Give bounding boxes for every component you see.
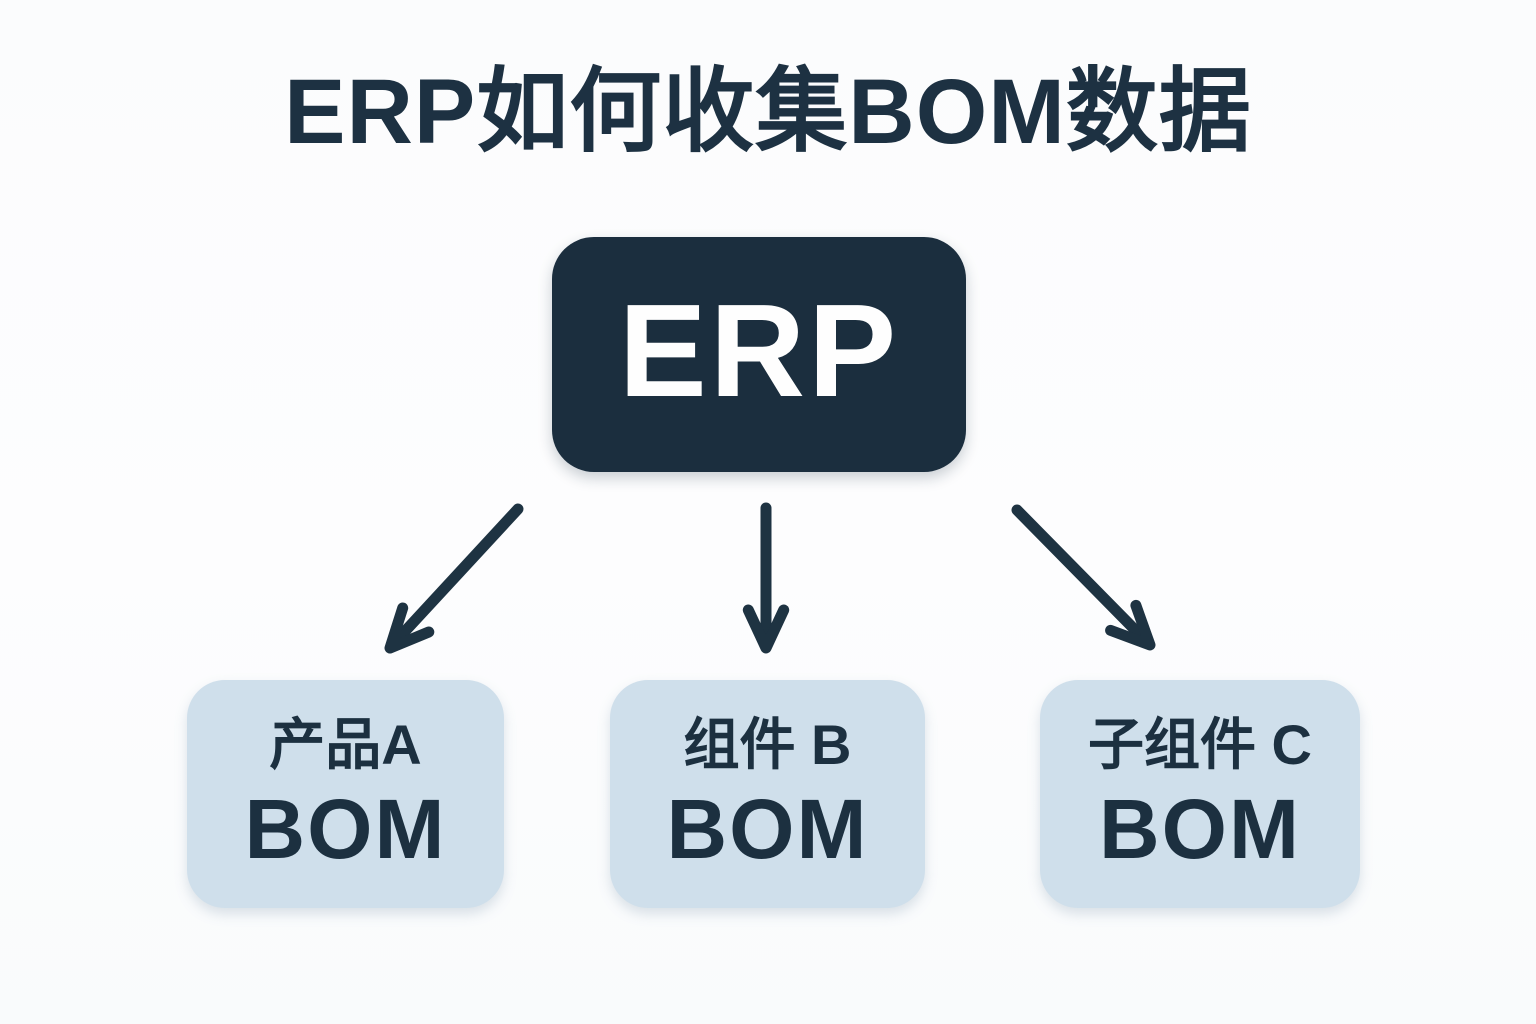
- arrow-erp-to-subcomponent-c-bom: [1011, 504, 1156, 651]
- node-product-a-label: 产品A: [269, 713, 422, 776]
- arrow-erp-to-component-b-bom: [742, 502, 790, 654]
- node-component-b-bom: 组件 B BOM: [610, 680, 925, 908]
- node-erp-label: ERP: [618, 276, 900, 424]
- node-component-b-label: 组件 B: [683, 713, 852, 776]
- node-subcomponent-c-label: 子组件 C: [1088, 713, 1312, 776]
- node-product-a-bom-text: BOM: [244, 782, 447, 876]
- arrow-erp-to-product-a-bom: [384, 503, 524, 654]
- node-subcomponent-c-bom-text: BOM: [1099, 782, 1301, 876]
- node-product-a-bom: 产品A BOM: [187, 680, 504, 908]
- node-erp: ERP: [552, 237, 966, 472]
- node-subcomponent-c-bom: 子组件 C BOM: [1040, 680, 1360, 908]
- diagram-title: ERP如何收集BOM数据: [284, 61, 1252, 163]
- node-component-b-bom-text: BOM: [666, 782, 869, 876]
